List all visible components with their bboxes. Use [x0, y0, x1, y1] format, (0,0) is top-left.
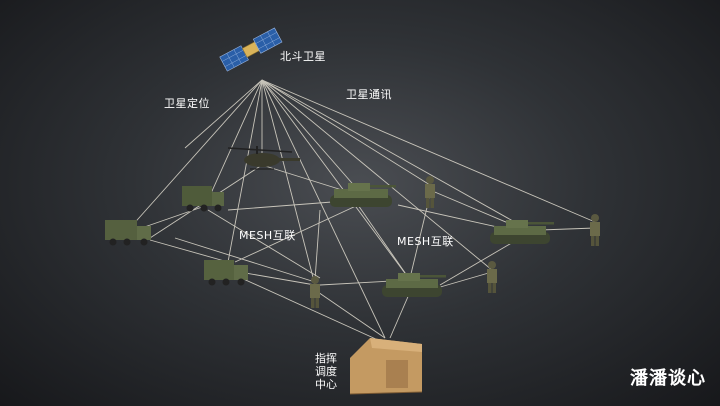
soldier-icon — [487, 261, 497, 293]
mesh-link — [234, 204, 359, 263]
mesh-link — [227, 271, 379, 341]
command-line-2: 调度 — [315, 365, 337, 378]
command-line-1: 指挥 — [315, 352, 337, 365]
link-lines — [129, 79, 596, 341]
helicopter-icon — [227, 146, 300, 170]
mesh-link — [314, 289, 386, 339]
soldier-icon — [425, 176, 435, 208]
command-center-label: 指挥 调度 中心 — [306, 352, 346, 391]
soldier-icon — [590, 214, 600, 246]
mesh-link — [314, 209, 321, 281]
mesh-link — [539, 227, 596, 231]
tent-icon — [349, 338, 423, 395]
sat-link — [261, 79, 359, 191]
mesh-link — [439, 237, 521, 286]
mesh-link — [149, 239, 229, 263]
mesh-link — [409, 194, 431, 279]
sat-link — [227, 79, 263, 263]
tank-icon — [490, 220, 554, 244]
sat-comm-label: 卫星通讯 — [346, 88, 392, 101]
sat-link — [207, 79, 263, 201]
sat-link — [184, 79, 263, 149]
sat-link — [261, 79, 411, 281]
command-line-3: 中心 — [315, 378, 337, 391]
sat-link — [261, 79, 596, 223]
sat-link — [261, 79, 316, 286]
truck-icon — [105, 220, 151, 246]
mesh-link — [207, 209, 321, 279]
truck-icon — [182, 186, 224, 212]
sat-link — [129, 79, 263, 229]
watermark: 潘潘谈心 — [630, 368, 706, 389]
tank-icon — [330, 183, 396, 207]
satellite-label: 北斗卫星 — [280, 50, 326, 63]
sat-link — [261, 79, 386, 339]
truck-icon — [204, 260, 248, 286]
mesh-link — [174, 237, 316, 283]
sat-positioning-label: 卫星定位 — [164, 97, 210, 110]
sat-link — [261, 79, 521, 226]
mesh-link — [429, 189, 521, 229]
sat-link — [261, 79, 493, 271]
tank-icon — [382, 273, 446, 297]
mesh-link — [357, 204, 411, 281]
satellite-icon — [219, 27, 283, 72]
soldier-icon — [310, 276, 320, 308]
mesh-link — [389, 291, 411, 339]
mesh-left-label: MESH互联 — [239, 229, 296, 242]
mesh-right-label: MESH互联 — [397, 235, 454, 248]
sat-link — [261, 79, 431, 186]
